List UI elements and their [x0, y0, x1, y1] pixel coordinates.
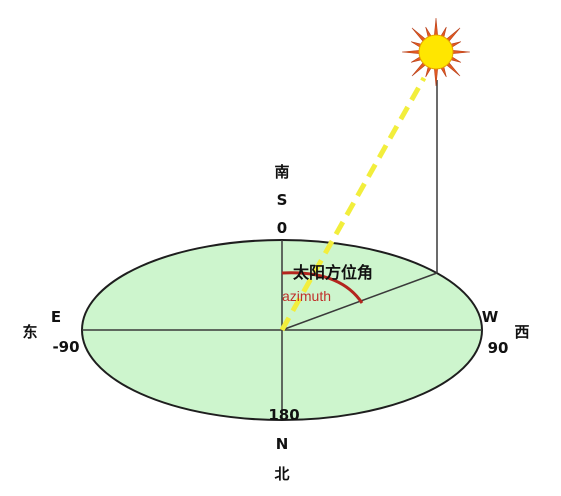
- west-cn-label: 西: [514, 323, 529, 341]
- south-degree-label: 0: [277, 219, 287, 237]
- north-cn-label: 北: [274, 465, 289, 483]
- south-letter-label: S: [277, 191, 288, 209]
- sun-icon: [401, 17, 471, 87]
- azimuth-label-en: azimuth: [282, 288, 331, 304]
- east-degree-label: -90: [52, 338, 79, 356]
- sun-ray: [279, 76, 427, 332]
- east-letter-label: E: [51, 308, 61, 326]
- sun-ray-spike: [451, 49, 471, 55]
- south-cn-label: 南: [274, 163, 289, 181]
- east-cn-label: 东: [22, 323, 37, 341]
- azimuth-label-cn: 太阳方位角: [292, 263, 373, 282]
- north-degree-label: 180: [268, 406, 299, 424]
- azimuth-arc: [281, 271, 364, 304]
- sun-ray-spike: [401, 49, 421, 55]
- west-letter-label: W: [482, 308, 499, 326]
- west-degree-label: 90: [488, 339, 509, 357]
- sun-ray-spike: [433, 17, 439, 37]
- north-letter-label: N: [276, 435, 289, 453]
